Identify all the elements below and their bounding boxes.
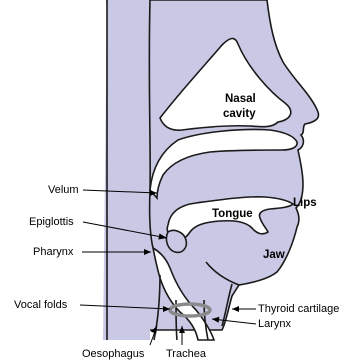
label-trachea: Trachea (166, 348, 207, 360)
label-vocal-folds: Vocal folds (14, 299, 68, 311)
label-lips: Lips (293, 197, 317, 209)
label-larynx: Larynx (258, 318, 292, 330)
label-thyroid-cartilage: Thyroid cartilage (258, 303, 339, 315)
label-pharynx: Pharynx (33, 246, 74, 258)
label-epiglottis: Epiglottis (29, 216, 74, 228)
neck-column (103, 0, 150, 340)
label-oesophagus: Oesophagus (82, 348, 145, 360)
label-tongue: Tongue (212, 208, 253, 220)
label-velum: Velum (48, 184, 79, 196)
label-nasal-cavity-2: cavity (223, 108, 256, 120)
label-nasal-cavity-1: Nasal (225, 93, 256, 105)
label-jaw: Jaw (263, 249, 285, 261)
